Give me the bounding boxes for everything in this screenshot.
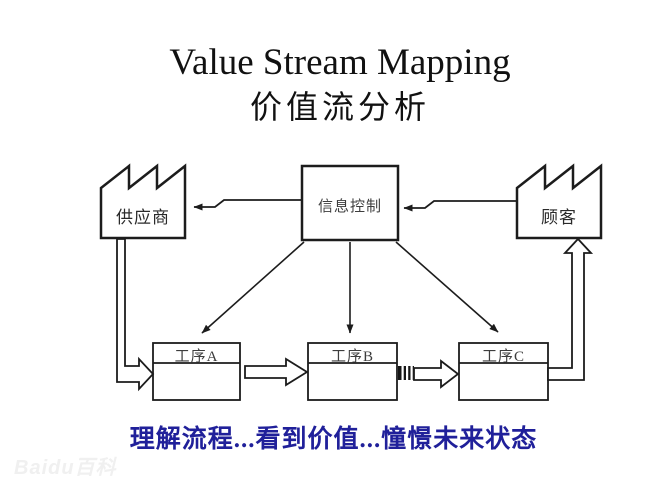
process-c-to-customer-arrow <box>547 237 594 381</box>
info-to-process-a-arrow <box>201 241 305 334</box>
page-title: Value Stream Mapping <box>169 42 511 83</box>
info-to-process-c-arrow <box>395 241 499 333</box>
process-c-box <box>458 342 549 401</box>
customer-factory-icon <box>515 163 603 240</box>
info-to-supplier-zigzag-arrow <box>193 199 302 211</box>
watermark: Baidu百科 <box>14 457 117 479</box>
process-a-to-b-arrow <box>244 357 309 387</box>
supplier-to-process-a-arrow <box>116 238 155 392</box>
slogan-text: 理解流程...看到价值...憧憬未来状态 <box>129 426 538 453</box>
supplier-factory-icon <box>99 163 187 240</box>
process-b-box <box>307 342 398 401</box>
page-subtitle: 价值流分析 <box>249 89 430 126</box>
customer-to-info-zigzag-arrow <box>403 200 517 212</box>
info-control-box <box>300 164 400 242</box>
slide-header: Value Stream Mapping 价值流分析 <box>40 40 640 127</box>
process-a-box <box>152 342 241 401</box>
process-b-to-c-push-arrow <box>398 359 460 389</box>
